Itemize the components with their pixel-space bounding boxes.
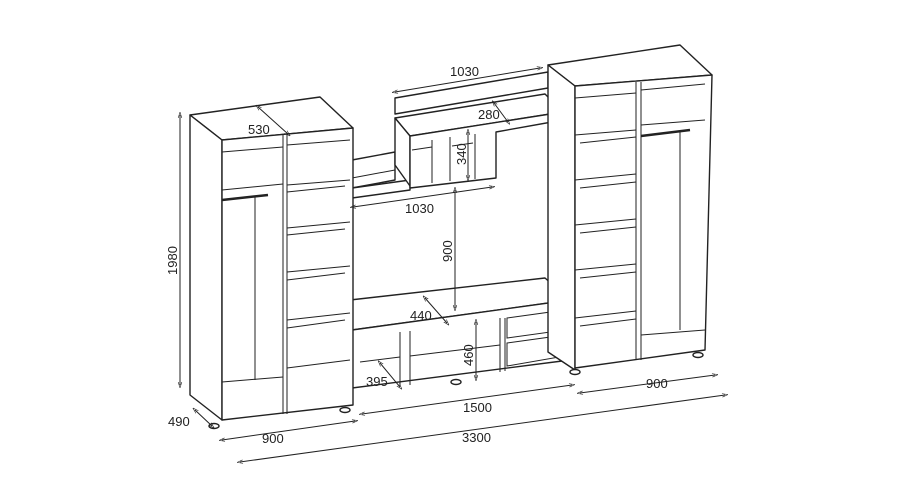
label-left-unit-depth: 530	[248, 122, 270, 137]
label-top-shelf-width: 1030	[450, 64, 479, 79]
label-shelf-depth: 280	[478, 107, 500, 122]
label-unit-depth: 490	[168, 414, 190, 429]
dimension-lines	[180, 68, 725, 462]
label-niche-height: 340	[454, 143, 469, 165]
label-total-width: 3300	[462, 430, 491, 445]
label-tv-clearance: 900	[440, 240, 455, 262]
right-wardrobe	[547, 44, 713, 376]
tv-stand	[349, 277, 571, 389]
label-tv-stand-height: 460	[461, 344, 476, 366]
label-tv-stand-width: 1500	[463, 400, 492, 415]
label-right-unit-width: 900	[646, 376, 668, 391]
label-left-unit-width: 900	[262, 431, 284, 446]
label-total-height: 1980	[165, 246, 180, 275]
left-wardrobe	[189, 96, 354, 430]
label-bridge-width: 1030	[405, 201, 434, 216]
label-tv-niche-depth: 395	[366, 374, 388, 389]
label-tv-stand-depth: 440	[410, 308, 432, 323]
top-shelf-unit	[394, 71, 564, 189]
